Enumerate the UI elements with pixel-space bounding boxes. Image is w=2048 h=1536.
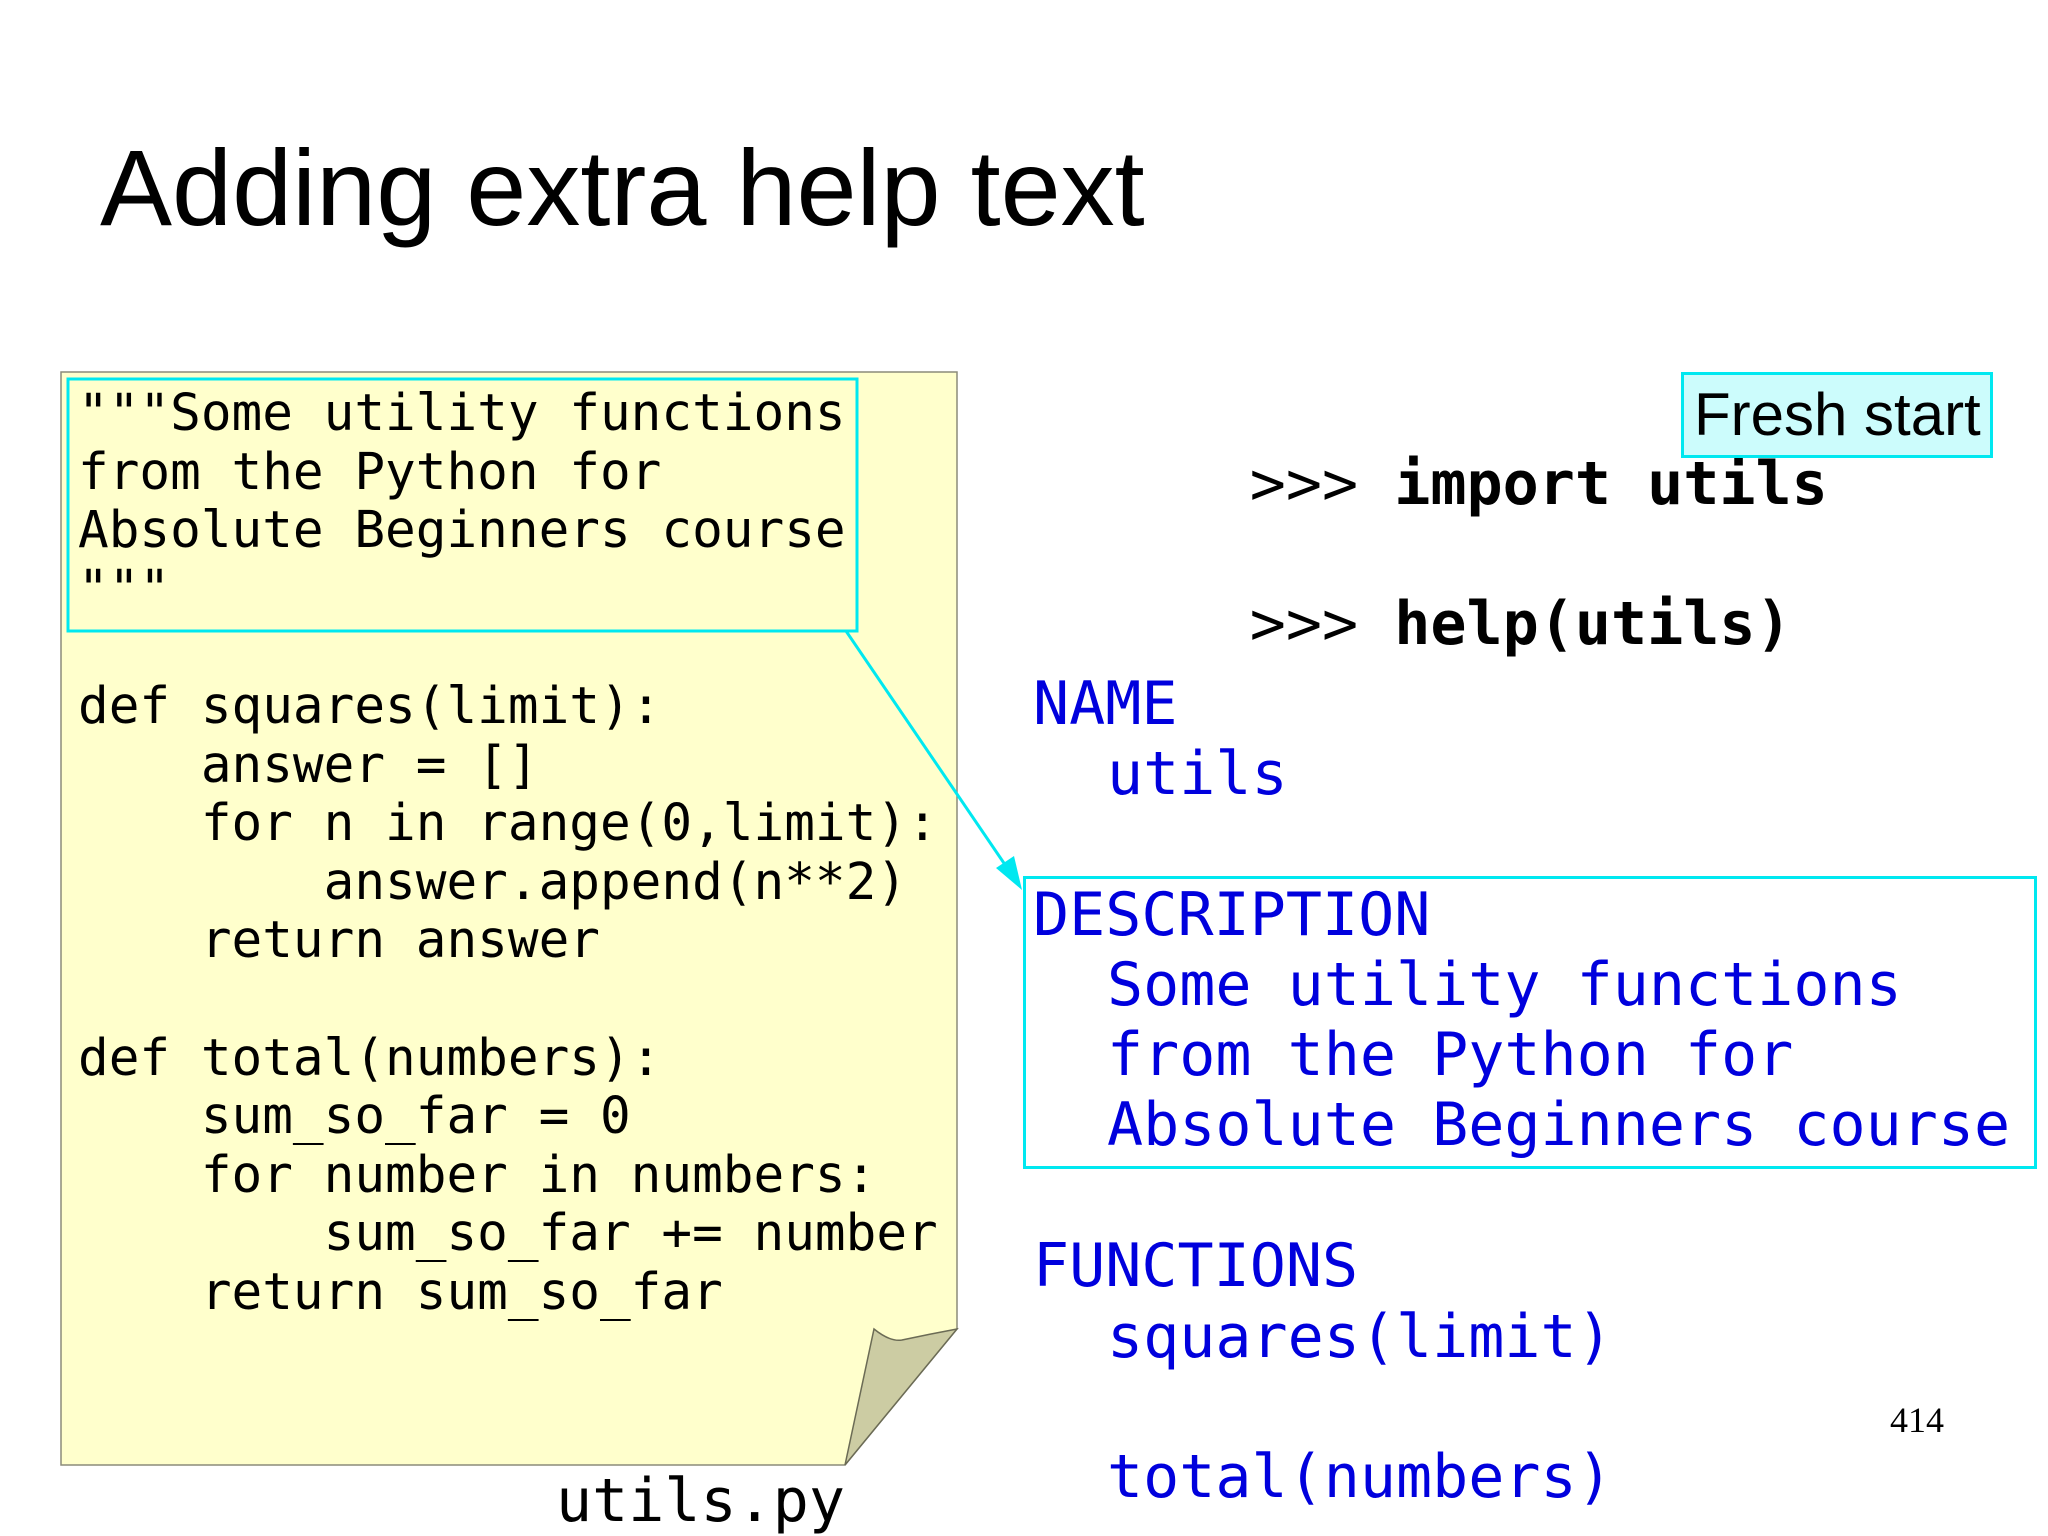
arrowhead-icon xyxy=(996,856,1022,890)
code-line: def squares(limit): xyxy=(78,677,662,736)
prompt: >>> xyxy=(1249,449,1395,519)
command-text: import utils xyxy=(1394,449,1828,519)
code-line: for n in range(0,limit): xyxy=(78,794,938,854)
help-functions-header: FUNCTIONS xyxy=(1033,1231,1359,1301)
command-text: help(utils) xyxy=(1394,589,1792,659)
prompt: >>> xyxy=(1249,589,1395,659)
page-number: 414 xyxy=(1890,1400,1944,1440)
code-line: def total(numbers): xyxy=(78,1028,662,1088)
docstring-line: Absolute Beginners course xyxy=(78,501,846,561)
code-line: sum_so_far += number xyxy=(78,1204,938,1264)
note-fold-icon xyxy=(844,1327,959,1466)
docstring-line: """Some utility functions xyxy=(78,384,846,443)
connector-arrow-icon xyxy=(844,630,1012,873)
help-description-line: Absolute Beginners course xyxy=(1107,1090,2011,1160)
description-highlight xyxy=(1023,876,2037,1169)
fresh-start-callout: Fresh start xyxy=(1681,372,1993,458)
help-name-value: utils xyxy=(1107,739,1288,809)
fresh-start-label: Fresh start xyxy=(1694,381,1981,448)
command-line-import: >>> import utils xyxy=(1033,379,1828,519)
docstring-highlight xyxy=(66,377,859,633)
code-line: return sum_so_far xyxy=(78,1263,723,1322)
help-name-header: NAME xyxy=(1033,669,1178,739)
help-description-line: from the Python for xyxy=(1107,1020,1794,1090)
code-line: return answer xyxy=(78,911,600,971)
code-line: sum_so_far = 0 xyxy=(78,1087,631,1147)
docstring-line: """ xyxy=(78,559,171,619)
filename-label: utils.py xyxy=(556,1466,845,1536)
help-description-line: Some utility functions xyxy=(1107,950,1902,1020)
help-function-item: squares(limit) xyxy=(1107,1302,1613,1372)
code-line: answer.append(n**2) xyxy=(78,852,908,912)
slide-title: Adding extra help text xyxy=(100,127,1145,248)
code-line: for number in numbers: xyxy=(78,1145,877,1205)
code-line: answer = [] xyxy=(78,735,539,795)
command-line-help: >>> help(utils) xyxy=(1033,519,1792,659)
help-function-item: total(numbers) xyxy=(1107,1442,1613,1512)
docstring-line: from the Python for xyxy=(78,442,662,502)
help-description-header: DESCRIPTION xyxy=(1033,880,1431,950)
